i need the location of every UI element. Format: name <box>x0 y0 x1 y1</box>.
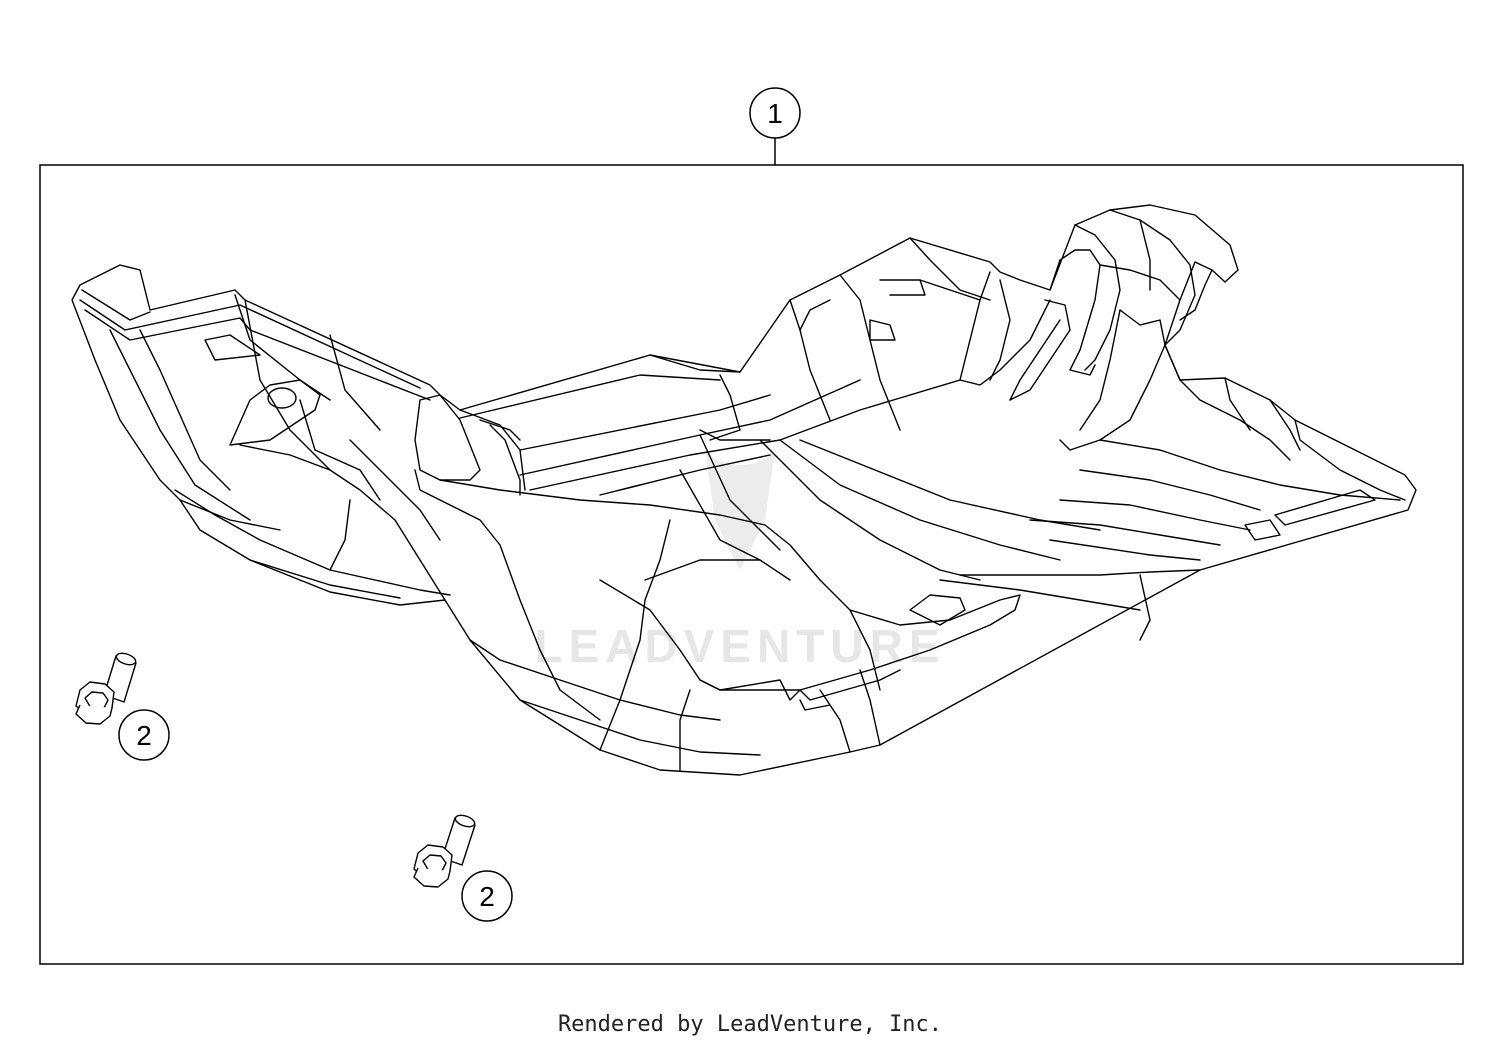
assembly-frame <box>39 164 1464 965</box>
callout-2-upper-circle <box>118 709 170 761</box>
callout-1-label: 1 <box>767 98 783 129</box>
callout-2-lower[interactable]: 2 <box>461 870 513 922</box>
callout-2-lower-circle <box>461 870 513 922</box>
callout-1[interactable]: 1 <box>749 87 801 139</box>
bolt-a <box>75 652 137 725</box>
bolt-b <box>413 814 476 888</box>
skid-plate-drawing <box>71 204 1417 776</box>
render-credit: Rendered by LeadVenture, Inc. <box>557 1012 943 1037</box>
callout-1-circle <box>749 87 801 139</box>
callout-2-upper[interactable]: 2 <box>118 709 170 761</box>
callout-2-lower-label: 2 <box>479 881 495 912</box>
watermark: LEADVENTURE <box>534 450 945 672</box>
watermark-text: LEADVENTURE <box>534 620 945 672</box>
callout-2-upper-label: 2 <box>136 720 152 751</box>
